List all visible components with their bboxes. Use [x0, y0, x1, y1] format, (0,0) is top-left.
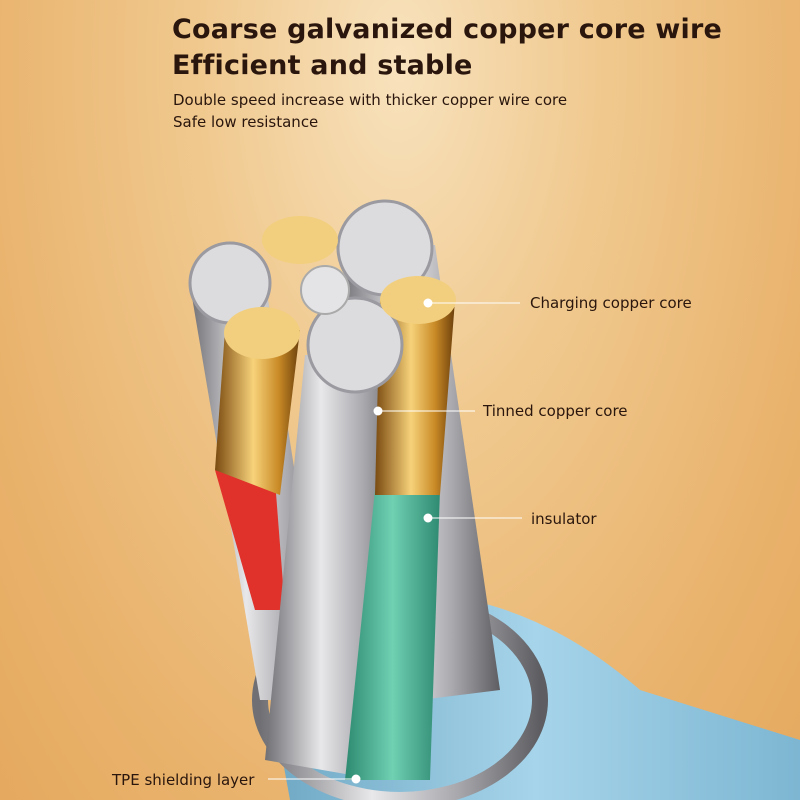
title-line-1: Coarse galvanized copper core wire: [172, 14, 722, 45]
label-tpe-shielding-layer: TPE shielding layer: [112, 771, 255, 789]
label-tinned-copper-core: Tinned copper core: [483, 402, 628, 420]
green-insulator: [345, 490, 440, 780]
red-insulator: [215, 470, 285, 610]
label-insulator: insulator: [531, 510, 597, 528]
subtitle-line-1: Double speed increase with thicker coppe…: [173, 91, 568, 109]
copper-wire-left: [215, 330, 300, 495]
title-line-2: Efficient and stable: [172, 50, 473, 81]
label-charging-copper-core: Charging copper core: [530, 294, 692, 312]
subtitle-line-2: Safe low resistance: [173, 113, 319, 131]
